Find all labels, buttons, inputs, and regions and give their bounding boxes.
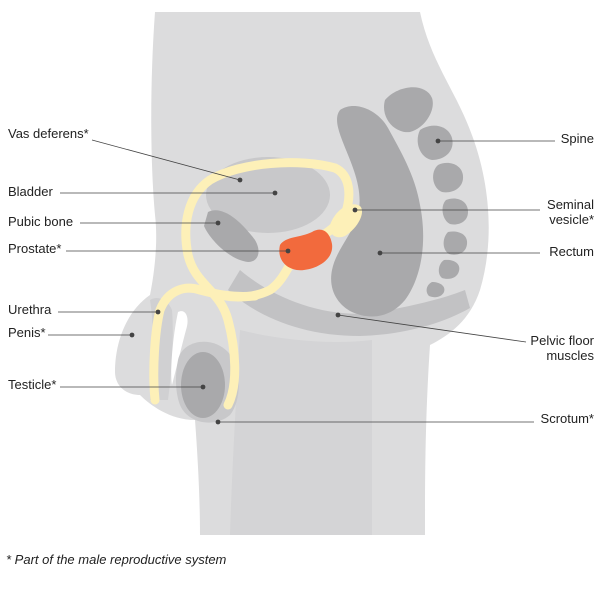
label-pelvic-floor-line1: Pelvic floor [530, 333, 594, 348]
spine-vertebrae [384, 87, 468, 298]
label-seminal-vesicle-line2: vesicle* [549, 212, 594, 227]
label-seminal-vesicle-line1: Seminal [547, 197, 594, 212]
thigh-shadow [230, 330, 372, 535]
label-scrotum: Scrotum* [540, 411, 594, 426]
rectum-shape [331, 106, 424, 317]
seminal-vesicle-shape [329, 204, 363, 238]
footnote: * Part of the male reproductive system [6, 552, 227, 567]
label-bladder: Bladder [8, 184, 53, 199]
label-prostate: Prostate* [8, 241, 62, 256]
prostate-shape [279, 229, 333, 271]
label-penis: Penis* [8, 325, 46, 340]
leader-dots [129, 138, 441, 425]
vas-deferens-tubes [149, 158, 354, 410]
bladder-shape [206, 157, 330, 233]
label-testicle: Testicle* [8, 377, 57, 392]
label-pelvic-floor-line2: muscles [546, 348, 594, 363]
leader-lines [48, 139, 555, 423]
label-urethra: Urethra [8, 302, 52, 317]
penis-gap [171, 311, 188, 385]
label-vas-deferens: Vas deferens* [8, 126, 89, 141]
label-spine: Spine [560, 131, 594, 146]
label-pubic-bone: Pubic bone [8, 214, 74, 229]
pelvic-floor-muscles-shape [228, 270, 470, 336]
label-rectum: Rectum [549, 244, 594, 259]
